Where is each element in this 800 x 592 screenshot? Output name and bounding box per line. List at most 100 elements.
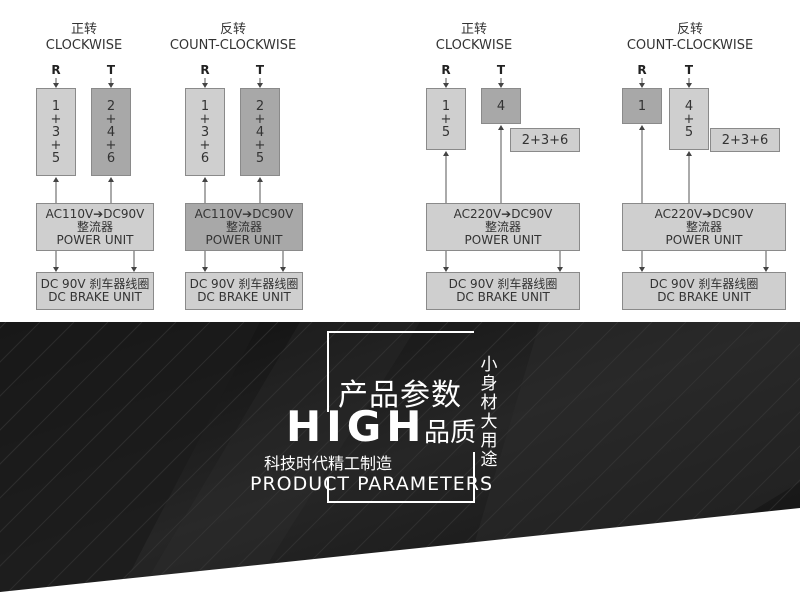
wiring-lines	[53, 78, 769, 272]
brake-left-arrow	[639, 267, 645, 272]
terminal-box-right-line: +	[254, 111, 266, 127]
banner-vertical-text: 小身材大用途	[480, 355, 498, 470]
power-unit-box-line: AC220V➔DC90V	[453, 206, 553, 221]
terminal-box-right: 2+4+5	[240, 88, 280, 176]
brake-left-arrow	[53, 267, 59, 272]
terminal-box-left: 1+3+6	[185, 88, 225, 176]
banner-subtitle: PRODUCT PARAMETERS	[250, 473, 494, 495]
diagram-title-en: CLOCKWISE	[435, 38, 513, 53]
power-unit-box-line: AC110V➔DC90V	[45, 206, 145, 221]
terminal-box-right-line: 4	[106, 124, 116, 140]
power-unit-box-line: AC110V➔DC90V	[194, 206, 294, 221]
terminal-label-r: R	[637, 63, 647, 77]
banner-hatch-line	[0, 322, 245, 567]
power-unit-box-line: POWER UNIT	[665, 232, 743, 247]
brake-left-arrow	[202, 267, 208, 272]
terminal-box-right-line: 5	[255, 150, 265, 166]
terminal-label-r: R	[51, 63, 61, 77]
terminal-box-right: 4	[481, 88, 521, 124]
terminal-box-left-line: 5	[51, 150, 61, 166]
banner-hatch-line	[279, 322, 551, 592]
terminal-box-left: 1	[622, 88, 662, 124]
brake-unit-box-line: DC BRAKE UNIT	[197, 290, 291, 304]
terminal-box-left: 1+3+5	[36, 88, 76, 176]
banner-background	[0, 322, 800, 592]
banner-hatch-line	[75, 322, 347, 592]
banner-hatch-line	[0, 322, 143, 465]
banner-hatch-line	[313, 322, 585, 592]
brake-unit-box-line: DC 90V 刹车器线圈	[40, 277, 150, 291]
terminal-box-right: 4+5	[669, 88, 709, 150]
power-unit-box-line: 整流器	[76, 219, 113, 234]
diagram-title-en: CLOCKWISE	[45, 38, 123, 53]
banner-hatch-line	[0, 322, 211, 533]
r-feed-arrow	[639, 83, 645, 88]
terminal-label-r: R	[441, 63, 451, 77]
terminal-box-left-line: 3	[200, 124, 210, 140]
product-parameters-banner: 产品参数 HIGH 品质 小身材大用途 科技时代精工制造 PRODUCT PAR…	[0, 322, 800, 592]
terminal-box-right-line: +	[105, 137, 117, 153]
t-feed-arrow	[686, 83, 692, 88]
power-unit-box-line: 整流器	[685, 219, 722, 234]
terminal-box-right-line: 2	[255, 98, 265, 114]
banner-hatch-line	[143, 322, 415, 592]
brake-right-arrow	[131, 267, 137, 272]
t-feed-arrow	[498, 83, 504, 88]
terminal-box-left-line: 3	[51, 124, 61, 140]
brake-unit-box-line: DC 90V 刹车器线圈	[448, 277, 558, 291]
unit-left-arrow	[443, 151, 449, 156]
terminal-box-extra: 2+3+6	[510, 128, 580, 152]
brake-unit-box-line: DC BRAKE UNIT	[456, 290, 550, 304]
diagram-title-cn: 正转	[460, 22, 487, 37]
banner-hatch-line	[0, 322, 75, 397]
power-unit-box-line: POWER UNIT	[205, 232, 283, 247]
banner-hatch-line	[347, 322, 619, 592]
banner-hatch-line	[245, 322, 517, 592]
diagram-title-en: COUNT-CLOCKWISE	[626, 38, 754, 53]
terminal-box-right-line: 4	[496, 98, 506, 114]
banner-hatch-line	[381, 322, 653, 592]
banner-hatch-line	[177, 322, 449, 592]
unit-right-arrow	[686, 151, 692, 156]
unit-left-arrow	[202, 177, 208, 182]
power-unit-box-line: POWER UNIT	[56, 232, 134, 247]
brake-right-arrow	[557, 267, 563, 272]
terminal-box-right: 2+4+6	[91, 88, 131, 176]
power-unit-box-line: POWER UNIT	[464, 232, 542, 247]
unit-left-arrow	[53, 177, 59, 182]
diagram-title-cn: 反转	[219, 22, 246, 37]
banner-hatch-line	[109, 322, 381, 592]
power-unit-box-line: 整流器	[484, 219, 521, 234]
terminal-box-left-line: 1	[200, 98, 210, 114]
banner-high: HIGH	[286, 402, 427, 451]
unit-right-arrow	[108, 177, 114, 182]
terminal-box-extra: 2+3+6	[710, 128, 780, 152]
terminal-box-right-line: 4	[255, 124, 265, 140]
banner-hatch-line	[0, 322, 109, 431]
terminal-box-right-line: 4	[684, 98, 694, 114]
terminal-label-t: T	[106, 63, 116, 77]
unit-right-arrow	[498, 125, 504, 130]
terminal-label-t: T	[255, 63, 265, 77]
banner-tagline: 科技时代精工制造	[264, 454, 393, 473]
terminal-box-left-line: +	[199, 111, 211, 127]
banner-title: 产品参数	[338, 378, 462, 413]
unit-left-arrow	[639, 125, 645, 130]
diagram-title-cn: 正转	[70, 22, 97, 37]
t-feed-arrow	[257, 83, 263, 88]
terminal-box-left: 1+5	[426, 88, 466, 150]
banner-hatch-line	[41, 322, 313, 592]
unit-right-arrow	[257, 177, 263, 182]
terminal-box-left-line: +	[199, 137, 211, 153]
brake-right-arrow	[280, 267, 286, 272]
brake-unit-box-line: DC 90V 刹车器线圈	[649, 277, 759, 291]
terminal-label-t: T	[684, 63, 694, 77]
terminal-box-left-line: 1	[441, 98, 451, 114]
terminal-box-right-line: +	[254, 137, 266, 153]
terminal-box-left-line: 6	[200, 150, 210, 166]
diagram-title-en: COUNT-CLOCKWISE	[169, 38, 297, 53]
